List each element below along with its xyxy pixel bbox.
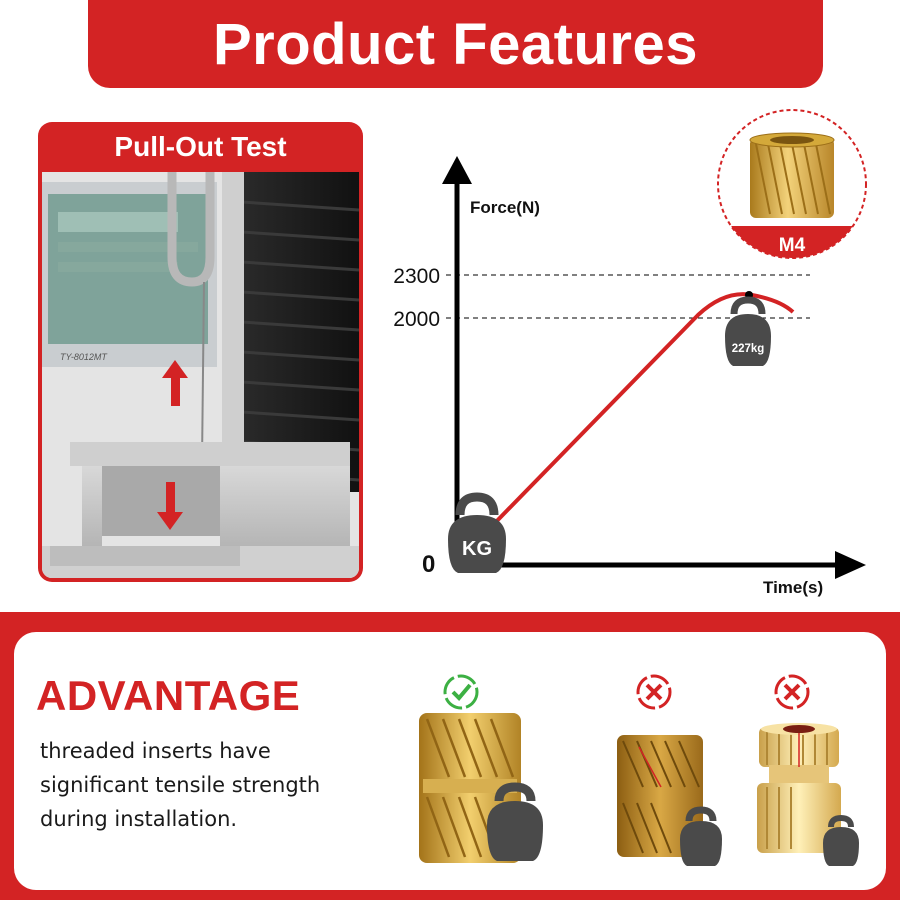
y-axis-arrow: [442, 156, 472, 184]
peak-weight-label: 227kg: [732, 343, 765, 355]
test-machine-illustration: TY-8012MT: [42, 172, 359, 578]
m4-insert-badge: M4: [717, 109, 867, 259]
cross-icon: [636, 674, 672, 710]
weak-insert-icon: [617, 735, 703, 857]
start-weight-label: KG: [462, 538, 492, 560]
x-axis-arrow: [835, 551, 866, 579]
insert-comparison: [419, 674, 859, 866]
kettlebell-icon: KG: [448, 492, 506, 573]
monitor-label: TY-8012MT: [60, 352, 108, 362]
cross-icon: [774, 674, 810, 710]
pull-out-test-title: Pull-Out Test: [114, 131, 287, 162]
brass-insert-icon: [749, 132, 835, 218]
pull-out-test-panel: Pull-Out Test TY-8012MT: [38, 122, 363, 582]
kettlebell-icon: [823, 814, 859, 866]
advantage-card: ADVANTAGE threaded inserts have signific…: [14, 632, 886, 890]
kettlebell-icon: [487, 782, 543, 861]
y-axis-label: Force(N): [470, 198, 540, 217]
pull-out-test-photo: TY-8012MT: [42, 172, 359, 578]
arrow-down-icon: [157, 482, 183, 530]
header-banner: Product Features: [88, 0, 823, 88]
kettlebell-icon: 227kg: [725, 296, 771, 366]
check-icon: [443, 674, 479, 710]
knurled-insert-icon: [757, 723, 841, 853]
page-title: Product Features: [213, 11, 698, 77]
advantage-section: ADVANTAGE threaded inserts have signific…: [0, 612, 900, 900]
arrow-up-icon: [162, 360, 188, 406]
x-axis-label: Time(s): [763, 578, 823, 597]
advantage-title: ADVANTAGE: [36, 672, 301, 719]
kettlebell-icon: [680, 806, 722, 866]
tick-label-2000: 2000: [393, 308, 440, 331]
tick-label-2300: 2300: [393, 265, 440, 288]
m4-label: M4: [779, 235, 806, 256]
origin-label: 0: [422, 551, 435, 578]
force-time-chart: Force(N) Time(s) 0 2300 2000 KG 227kg: [393, 156, 866, 597]
advantage-description: threaded inserts have significant tensil…: [40, 739, 321, 831]
